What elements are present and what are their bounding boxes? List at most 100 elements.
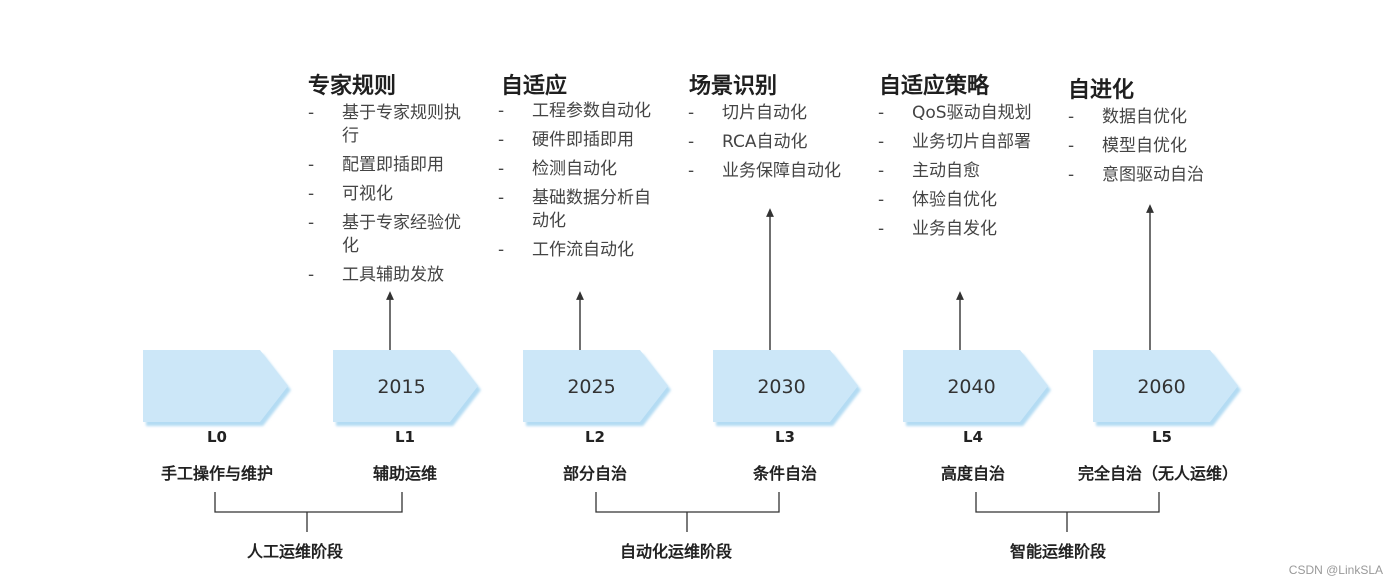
stage-arrow-L5 [1093,350,1238,422]
list-item-text: 主动自愈 [912,161,980,181]
list-item-text: 切片自动化 [722,103,807,123]
stage-year-L4: 2040 [947,376,995,398]
bullet-dash: - [308,155,315,175]
bullet-dash: - [308,213,315,233]
list-item-text: 配置即插即用 [342,155,444,175]
level-code-L4: L4 [963,428,983,446]
list-item: - QoS驱动自规划 [878,102,1038,125]
phase-bracket-1 [595,492,780,532]
bullet-dash: - [878,190,885,210]
list-item: - 检测自动化 [498,158,658,181]
list-item: - 模型自优化 [1068,135,1248,158]
stage-title-L3: 场景识别 [689,74,778,99]
item-list-L5: - 数据自优化 - 模型自优化 -意图驱动自治 [1068,106,1248,193]
list-item: - 工程参数自动化 [498,100,658,123]
level-name-L0: 手工操作与维护 [160,464,273,483]
bullet-dash: - [878,219,885,239]
list-item: - 工作流自动化 [498,239,658,262]
list-item: - 业务自发化 [878,218,1038,241]
list-item: - 配置即插即用 [308,154,468,177]
list-item-text: 业务自发化 [912,219,997,239]
stage-year-L2: 2025 [567,376,615,398]
list-item: - 基础数据分析自动化 [498,187,658,233]
list-item-text: 工作流自动化 [532,240,634,260]
list-item: - 基于专家经验优化 [308,212,468,258]
phase-label-0: 人工运维阶段 [247,542,344,561]
level-code-L2: L2 [585,428,605,446]
level-name-L5: 完全自治（无人运维） [1077,464,1238,483]
stage-year-L5: 2060 [1137,376,1185,398]
phase-bracket-0 [214,492,403,532]
stage-arrow-L3 [713,350,858,422]
level-code-L0: L0 [207,428,227,446]
bullet-dash: - [498,101,505,121]
bullet-dash: - [308,184,315,204]
bullet-dash: - [878,161,885,181]
list-item-text: 可视化 [342,184,393,204]
item-list-L3: - 切片自动化 - RCA自动化 - 业务保障自动化 [688,102,848,189]
list-item-text: 模型自优化 [1102,136,1187,156]
bullet-dash: - [1068,165,1075,185]
stage-title-L5: 自进化 [1068,78,1135,103]
phase-brackets [214,492,1160,532]
list-item-text: 业务切片自部署 [912,132,1031,152]
bullet-dash: - [878,132,885,152]
list-item: - 可视化 [308,183,468,206]
list-item-text: 基于专家经验优化 [342,213,461,256]
list-item-text: 基础数据分析自动化 [532,188,651,231]
list-item: - 基于专家规则执行 [308,102,468,148]
connector-lines [386,204,1154,350]
item-list-L1: - 基于专家规则执行 - 配置即插即用 - 可视化 - 基于专家经验优化 -工具辅助发放 [308,102,468,293]
item-list-L2: - 工程参数自动化 - 硬件即插即用 - 检测自动化 - 基础数据分析自动化 - 工作流自动化 [498,100,658,268]
stage-year-L1: 2015 [377,376,425,398]
level-code-L3: L3 [775,428,795,446]
stage-title-L2: 自适应 [501,74,568,99]
list-item-text: 基于专家规则执行 [342,103,461,146]
stage-arrow-L2 [523,350,668,422]
bullet-dash: - [498,188,505,208]
bullet-dash: - [878,103,885,123]
level-name-L2: 部分自治 [562,464,627,483]
bullet-dash: - [688,103,695,123]
bullet-dash: - [688,132,695,152]
bullet-dash: - [1068,107,1075,127]
list-item: - 硬件即插即用 [498,129,658,152]
list-item-text: 工程参数自动化 [532,101,651,121]
list-item: - 切片自动化 [688,102,848,125]
stage-year-L3: 2030 [757,376,805,398]
stage-arrow-L0 [143,350,288,422]
bullet-dash: - [498,130,505,150]
list-item: -意图驱动自治 [1068,164,1248,187]
bullet-dash: - [308,103,315,123]
list-item-text: 检测自动化 [532,159,617,179]
list-item: - 体验自优化 [878,189,1038,212]
phase-label-1: 自动化运维阶段 [620,542,733,561]
list-item-text: 工具辅助发放 [342,265,444,285]
list-item: - 数据自优化 [1068,106,1248,129]
list-item-text: QoS驱动自规划 [912,103,1032,123]
list-item-text: 业务保障自动化 [722,161,841,181]
stage-arrow-L1 [333,350,478,422]
watermark: CSDN @LinkSLA [1288,563,1383,577]
list-item-text: 数据自优化 [1102,107,1187,127]
phase-bracket-2 [975,492,1160,532]
list-item-text: 体验自优化 [912,190,997,210]
level-name-L3: 条件自治 [752,464,817,483]
list-item-text: RCA自动化 [722,132,808,152]
bullet-dash: - [498,159,505,179]
item-list-L4: - QoS驱动自规划 - 业务切片自部署 - 主动自愈 - 体验自优化 - 业务自发化 [878,102,1038,247]
bullet-dash: - [688,161,695,181]
list-item: - 业务切片自部署 [878,131,1038,154]
stage-title-L1: 专家规则 [308,74,397,99]
list-item: - 主动自愈 [878,160,1038,183]
stage-arrows: 2015 2025 2030 2040 2060 [143,350,1241,426]
level-name-L1: 辅助运维 [372,464,437,483]
stage-arrow-L4 [903,350,1048,422]
bullet-dash: - [1068,136,1075,156]
list-item: -工具辅助发放 [308,264,468,287]
level-name-L4: 高度自治 [940,464,1005,483]
bullet-dash: - [498,240,505,260]
list-item-text: 硬件即插即用 [532,130,634,150]
level-code-L5: L5 [1152,428,1172,446]
